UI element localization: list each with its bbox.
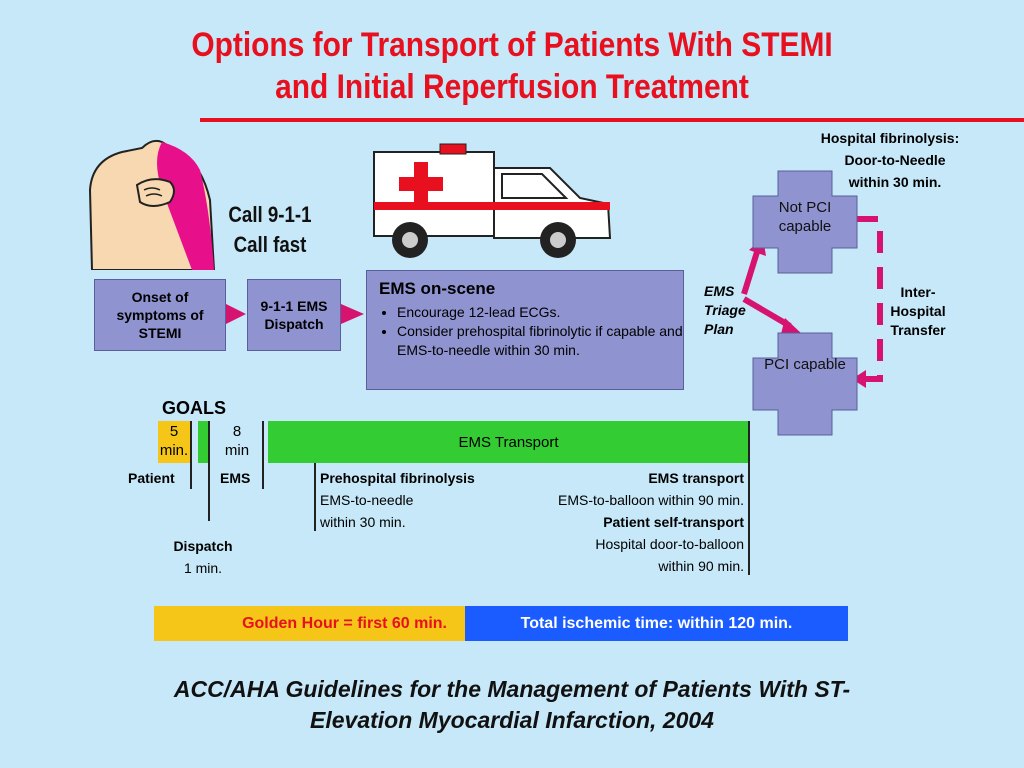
prehospital-fibrinolysis-goal: Prehospital fibrinolysis EMS-to-needle w… [320, 467, 475, 533]
page-title: Options for Transport of Patients With S… [61, 24, 962, 108]
golden-hour-label: Golden Hour = first 60 min. [242, 614, 447, 632]
inter-hospital-transfer-line [856, 216, 883, 382]
tick-dispatch [208, 421, 210, 521]
call-line-1: Call 9-1-1 [228, 202, 312, 227]
footer-line-2: Elevation Myocardial Infarction, 2004 [310, 707, 714, 733]
triage-l1: EMS [704, 283, 735, 299]
onset-label: Onset of symptoms of STEMI [116, 289, 204, 341]
dispatch-goal-l1: Dispatch [173, 538, 233, 554]
transfer-l1: Inter- [900, 284, 936, 300]
pci-hospital-icon [752, 332, 858, 436]
arrow-onset-dispatch [226, 304, 246, 324]
self-transport-title: Patient self-transport [603, 514, 744, 530]
hospital-fibrinolysis-l1: Hospital fibrinolysis: [820, 130, 960, 146]
goal-5min-segment: 5 min. [158, 421, 190, 463]
call-911-text: Call 9-1-1 Call fast [219, 200, 321, 260]
total-ischemic-bar: Total ischemic time: within 120 min. [465, 606, 848, 641]
transfer-l2: Hospital [890, 303, 946, 319]
patient-chest-pain-icon [88, 139, 216, 270]
arrow-dispatch-ems [341, 304, 364, 324]
arrowhead-pci [781, 318, 802, 334]
goal-dispatch-segment [198, 421, 208, 463]
arrow-triage-notpci [741, 251, 760, 295]
transport-goals: EMS transport EMS-to-balloon within 90 m… [480, 467, 744, 577]
total-ischemic-label: Total ischemic time: within 120 min. [520, 614, 793, 632]
ems-transport-title: EMS transport [648, 470, 744, 486]
tick-prehospital [314, 463, 316, 531]
goal-5min-l1: 5 [169, 423, 179, 440]
hospital-fibrinolysis-l3: within 30 min. [848, 174, 942, 190]
dispatch-goal: Dispatch 1 min. [160, 535, 246, 579]
goal-5min-l2: min. [159, 442, 189, 459]
goal-8min-l1: 8 [232, 423, 242, 440]
ems-label: EMS [220, 470, 251, 486]
title-line-1: Options for Transport of Patients With S… [191, 26, 833, 64]
dispatch-label: 9-1-1 EMS Dispatch [260, 298, 328, 332]
call-line-2: Call fast [233, 232, 307, 257]
transfer-l3: Transfer [890, 322, 946, 338]
title-line-2: and Initial Reperfusion Treatment [275, 68, 749, 106]
onset-box: Onset of symptoms of STEMI [94, 279, 226, 351]
prehosp-l1: EMS-to-needle [320, 492, 414, 508]
ambulance-icon [373, 143, 612, 258]
pci-label: PCI capable [764, 356, 846, 373]
goal-8min-segment: 8 min [212, 421, 262, 463]
footer-line-1: ACC/AHA Guidelines for the Management of… [173, 676, 851, 702]
ems-transport-label: EMS Transport [458, 433, 559, 451]
triage-l2: Triage [704, 302, 746, 318]
not-pci-label: Not PCI capable [778, 199, 832, 235]
hospital-fibrinolysis-l2: Door-to-Needle [844, 152, 946, 168]
hospital-fibrinolysis-note: Hospital fibrinolysis: Door-to-Needle wi… [790, 127, 990, 193]
tick-end [748, 421, 750, 575]
title-underline [200, 118, 1024, 122]
triage-l3: Plan [704, 321, 734, 337]
self-transport-l2: within 90 min. [658, 558, 744, 574]
prehosp-l2: within 30 min. [320, 514, 406, 530]
arrowhead-transfer [852, 370, 866, 388]
ems-triage-plan: EMS Triage Plan [704, 282, 746, 339]
prehosp-title: Prehospital fibrinolysis [320, 470, 475, 486]
ems-transport-segment: EMS Transport [268, 421, 749, 463]
golden-hour-bar: Golden Hour = first 60 min. [154, 606, 465, 641]
ems-transport-l1: EMS-to-balloon within 90 min. [558, 492, 744, 508]
ems-bullet-1: Encourage 12-lead ECGs. [397, 303, 683, 322]
tick-ems [262, 421, 264, 489]
not-pci-hospital-icon [752, 170, 858, 274]
goals-heading: GOALS [162, 398, 227, 418]
patient-label: Patient [128, 470, 175, 486]
ems-bullet-2: Consider prehospital fibrinolytic if cap… [397, 322, 683, 360]
tick-patient [190, 421, 192, 489]
dispatch-goal-l2: 1 min. [183, 560, 223, 576]
arrow-triage-pci [742, 296, 792, 329]
ems-on-scene-list: Encourage 12-lead ECGs. Consider prehosp… [367, 303, 683, 360]
inter-hospital-transfer-label: Inter- Hospital Transfer [880, 283, 956, 340]
ems-on-scene-heading: EMS on-scene [379, 279, 496, 298]
ems-on-scene-box: EMS on-scene Encourage 12-lead ECGs. Con… [366, 270, 684, 390]
dispatch-box: 9-1-1 EMS Dispatch [247, 279, 341, 351]
self-transport-l1: Hospital door-to-balloon [595, 536, 744, 552]
citation-footer: ACC/AHA Guidelines for the Management of… [0, 674, 1024, 736]
goal-8min-l2: min [224, 442, 250, 459]
